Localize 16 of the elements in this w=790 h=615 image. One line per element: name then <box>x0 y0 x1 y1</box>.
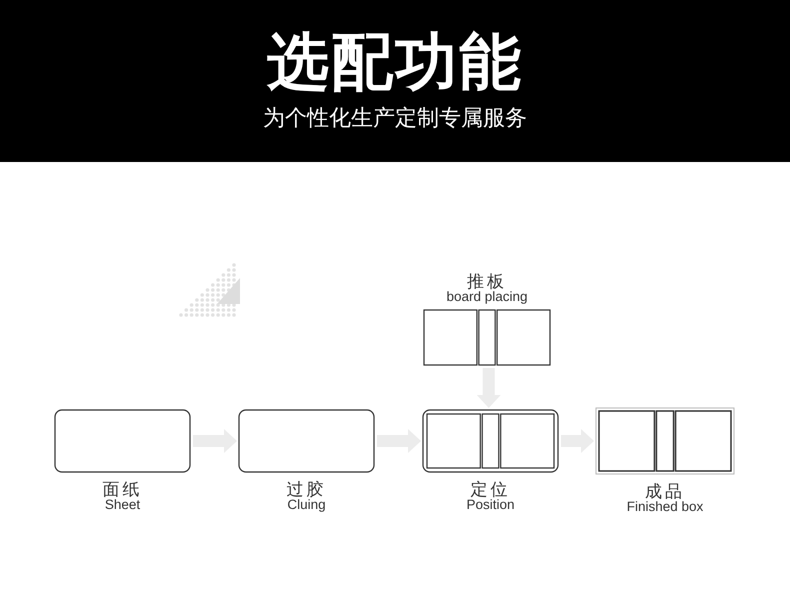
arrow <box>193 429 237 453</box>
process-name: 过胶 <box>286 480 328 500</box>
process-name: 推板 <box>467 272 507 292</box>
process-name: 定位 <box>470 480 510 500</box>
process-name: 成品 <box>645 482 685 502</box>
arrow <box>476 368 501 408</box>
process-name: 面纸 <box>102 480 144 500</box>
process-subname: Position <box>465 497 516 513</box>
process-subname: Cluing <box>286 497 327 513</box>
process-subname: Sheet <box>104 497 142 513</box>
arrow <box>561 429 594 453</box>
title: 选配功能 <box>266 24 524 100</box>
process-subname: board placing <box>445 289 529 305</box>
arrow <box>377 429 421 453</box>
process-subname: Finished box <box>626 499 704 515</box>
subtitle: 为个性化生产定制专属服务 <box>262 105 528 133</box>
